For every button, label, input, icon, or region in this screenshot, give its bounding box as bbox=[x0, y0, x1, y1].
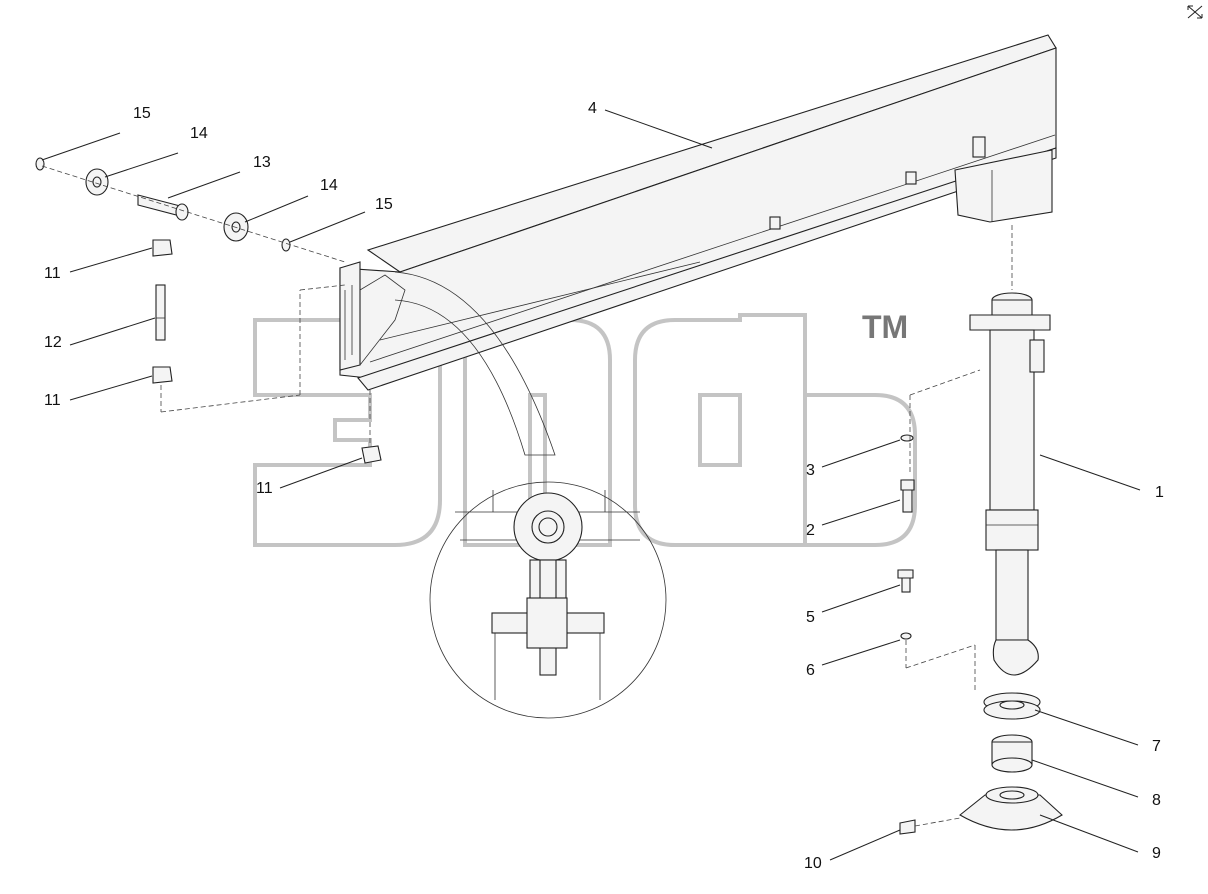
callout-11-top: 11 bbox=[44, 265, 61, 282]
callout-3: 3 bbox=[806, 462, 815, 479]
callout-8: 8 bbox=[1152, 792, 1161, 809]
screws-and-washers bbox=[897, 369, 981, 690]
watermark-trademark: TM bbox=[862, 309, 908, 345]
callout-9: 9 bbox=[1152, 845, 1161, 862]
stud-with-nuts bbox=[152, 239, 382, 464]
callout-15-right: 15 bbox=[375, 196, 393, 213]
callout-1: 1 bbox=[1155, 484, 1164, 501]
callout-10: 10 bbox=[804, 855, 822, 872]
expand-arrows-icon[interactable] bbox=[1187, 5, 1203, 19]
boom-beam bbox=[339, 34, 1057, 456]
column-assembly bbox=[899, 225, 1063, 835]
pin-and-washers bbox=[35, 157, 346, 263]
callout-13: 13 bbox=[253, 154, 271, 171]
callout-2: 2 bbox=[806, 522, 815, 539]
detail-view-circle bbox=[429, 481, 667, 719]
callout-12: 12 bbox=[44, 334, 62, 351]
callout-14-left: 14 bbox=[190, 125, 208, 142]
leader-lines bbox=[41, 109, 1141, 861]
callout-11-mid: 11 bbox=[44, 392, 61, 409]
callout-7: 7 bbox=[1152, 738, 1161, 755]
callout-15-left: 15 bbox=[133, 105, 151, 122]
callout-5: 5 bbox=[806, 609, 815, 626]
callout-6: 6 bbox=[806, 662, 815, 679]
callout-4: 4 bbox=[588, 100, 597, 117]
callout-labels: 1 2 3 4 5 6 7 8 9 10 11 12 11 11 15 14 1… bbox=[44, 100, 1164, 872]
callout-14-right: 14 bbox=[320, 177, 338, 194]
callout-11-lower: 11 bbox=[256, 480, 273, 497]
